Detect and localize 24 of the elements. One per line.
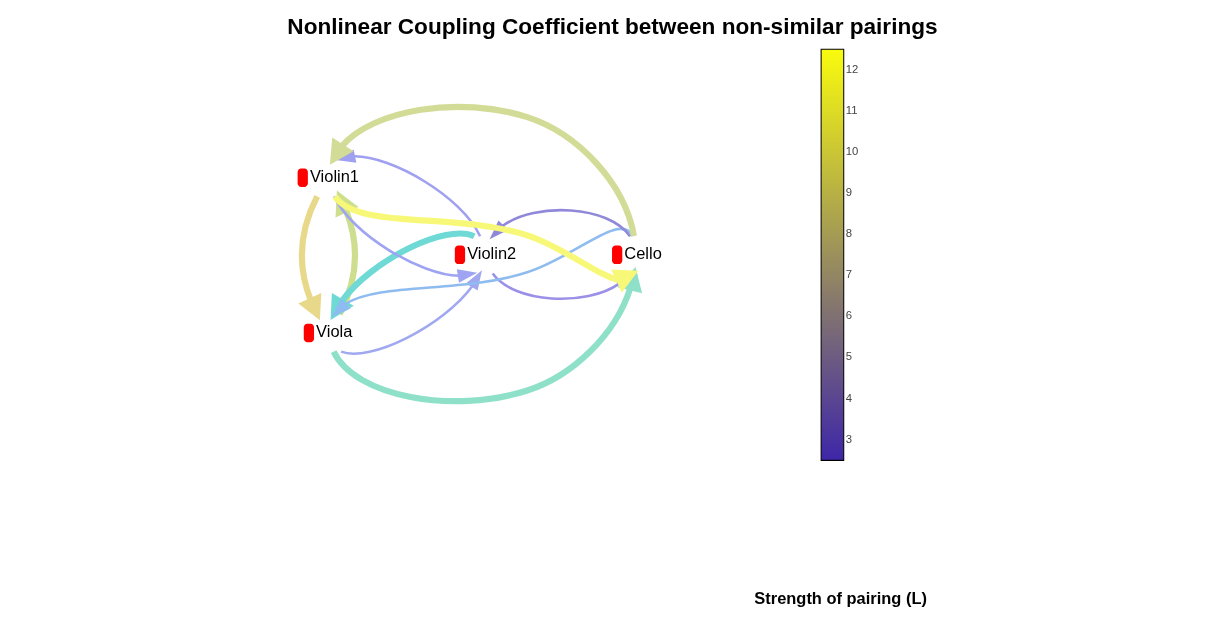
label: 12 [845,62,859,75]
label: Strength of pairing (L) [754,589,927,608]
node-label: Violin2 [467,243,517,262]
node-box [297,168,308,188]
label: 6 [845,309,853,322]
label: 9 [845,186,853,199]
label: 11 [845,103,858,116]
node-label: Cello [624,243,662,262]
node-box [454,245,466,265]
arrow [298,195,322,321]
label: 3 [845,432,853,445]
label: 10 [845,144,859,157]
arrow [330,230,476,321]
arrow [329,103,637,237]
label: 7 [845,268,853,281]
node-label: Violin1 [309,166,359,185]
node-box [612,245,623,265]
label: 8 [845,227,853,240]
label: 5 [845,350,853,363]
node-box [303,323,315,343]
arrow [333,195,478,283]
label: 4 [845,391,853,404]
diagram-title: Nonlinear Coupling Coefficient between non-similar pairings [287,13,938,39]
node-label: Viola [316,321,353,340]
